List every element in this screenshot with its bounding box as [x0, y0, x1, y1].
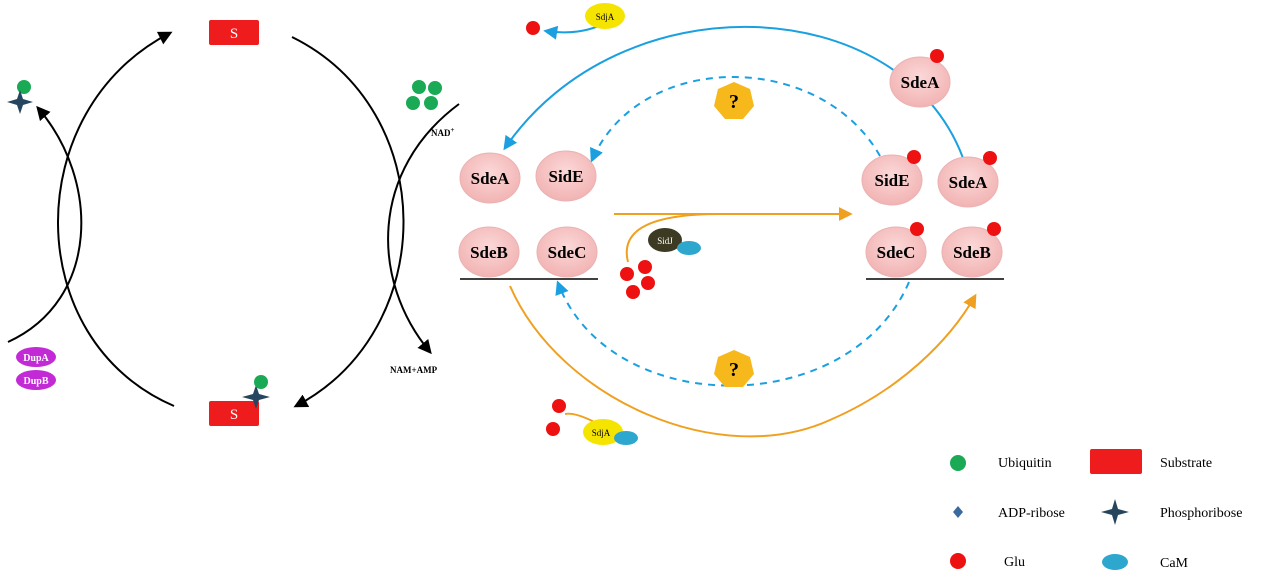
legend-glu: Glu [1004, 555, 1025, 570]
nam-amp-label: NAM+AMP [390, 365, 438, 375]
svg-text:SdeA: SdeA [949, 173, 988, 192]
protein-sdeA-modified: SdeA [937, 151, 999, 208]
orange-arc-bottom [509, 285, 977, 438]
dupA-badge: DupA [16, 347, 56, 367]
svg-text:?: ? [729, 91, 739, 113]
svg-text:SdeC: SdeC [877, 243, 916, 262]
nad-label: NAD+ [431, 126, 455, 138]
svg-text:SdeA: SdeA [471, 169, 510, 188]
protein-sdeA-modified-top: SdeA [889, 49, 951, 108]
svg-text:SdeB: SdeB [470, 243, 508, 262]
dupB-badge: DupB [16, 370, 56, 390]
svg-text:SidE: SidE [875, 171, 910, 190]
arc-left-up [57, 31, 175, 407]
ubiquitin-icon [254, 375, 268, 389]
cam-icon [614, 431, 638, 445]
protein-sdeA: SdeA [459, 152, 521, 204]
legend-cam: CaM [1160, 556, 1189, 571]
legend: Ubiquitin Substrate ADP-ribose Phosphori… [950, 449, 1242, 571]
arc-right-down [291, 36, 405, 408]
glu-icon [552, 399, 566, 413]
svg-text:?: ? [729, 359, 739, 381]
glu-icon [546, 422, 560, 436]
blue-dashed-top [590, 76, 881, 163]
substrate-bottom-label: S [230, 407, 238, 423]
glu-icon [526, 21, 540, 35]
legend-adp-ribose: ADP-ribose [998, 506, 1065, 521]
phosphoribose-icon [242, 385, 270, 409]
left-cycle: S S NAD+ NAM+AMP [7, 20, 460, 426]
svg-text:DupB: DupB [23, 376, 48, 387]
phosphoribose-icon [7, 90, 33, 114]
substrate-legend-icon [1090, 449, 1142, 474]
phosphoribose-legend-icon [1101, 499, 1129, 525]
protein-sdeB: SdeB [458, 226, 520, 278]
protein-sdeC: SdeC [536, 226, 598, 278]
glu-icon [910, 222, 924, 236]
ubiquitin-cluster [406, 80, 442, 110]
svg-text:SdjA: SdjA [596, 12, 615, 22]
svg-text:SdeA: SdeA [901, 73, 940, 92]
svg-text:SdeB: SdeB [953, 243, 991, 262]
sdjA-bottom-complex: SdjA [583, 419, 638, 445]
orange-branch-sidJ [625, 213, 721, 263]
glu-cluster [620, 260, 655, 299]
svg-text:SdjA: SdjA [592, 428, 611, 438]
legend-ubiquitin: Ubiquitin [998, 456, 1052, 471]
legend-phosphoribose: Phosphoribose [1160, 506, 1242, 521]
svg-text:SidJ: SidJ [657, 236, 673, 246]
sdjA-top-badge: SdjA [585, 3, 625, 29]
adp-ribose-legend-icon [953, 506, 963, 518]
substrate-bottom: S [209, 375, 270, 426]
protein-sdeB-modified: SdeB [941, 222, 1003, 278]
svg-text:DupA: DupA [23, 353, 49, 364]
glu-icon [930, 49, 944, 63]
svg-text:SidE: SidE [549, 167, 584, 186]
substrate-top-label: S [230, 26, 238, 42]
released-ub-phosphoribose [7, 80, 33, 114]
protein-sidE: SidE [535, 150, 597, 202]
arc-nad [387, 103, 460, 355]
cam-icon [677, 241, 701, 255]
protein-sdeC-modified: SdeC [865, 222, 927, 278]
glu-icon [983, 151, 997, 165]
glu-icon [907, 150, 921, 164]
glu-icon [987, 222, 1001, 236]
glu-legend-icon [950, 553, 966, 569]
legend-substrate: Substrate [1160, 456, 1212, 471]
cam-legend-icon [1102, 554, 1128, 570]
right-cycle: SdjA SdeA SidE SdeB SdeC [458, 3, 1004, 445]
sidJ-complex: SidJ [648, 228, 701, 255]
arc-dup-release [7, 105, 83, 343]
ubiquitin-icon [17, 80, 31, 94]
protein-sidE-modified: SidE [861, 150, 923, 206]
svg-text:SdeC: SdeC [548, 243, 587, 262]
unknown-enzyme-top: ? [714, 82, 754, 119]
substrate-top: S [209, 20, 259, 45]
unknown-enzyme-bottom: ? [714, 350, 754, 387]
ubiquitin-legend-icon [950, 455, 966, 471]
